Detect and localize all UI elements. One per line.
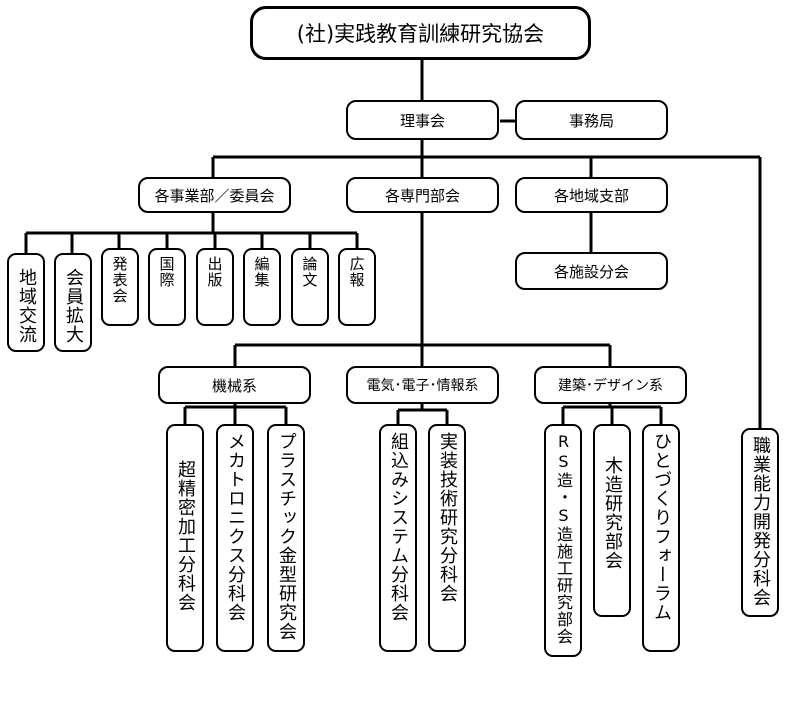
mech-group-node: 超精密加工分科会	[166, 424, 204, 652]
root-node: (社)実践教育訓練研究協会	[250, 6, 591, 60]
arch-group-node: RS造・S造施工研究部会	[544, 424, 582, 657]
arch-group-node: 木造研究部会	[593, 424, 631, 617]
secretariat-node: 事務局	[515, 100, 668, 140]
committee-node: 会員拡大	[54, 253, 92, 352]
committee-node: 編集	[243, 248, 281, 326]
mech-field-node: 機械系	[158, 366, 311, 404]
mech-group-node: メカトロニクス分科会	[216, 424, 254, 652]
elec-group-node: 組込みシステム分科会	[379, 424, 417, 652]
committee-node: 発表会	[101, 248, 139, 326]
committee-node: 広報	[338, 248, 376, 326]
board-node: 理事会	[346, 100, 499, 140]
business-node: 各事業部／委員会	[138, 177, 291, 213]
arch-field-node: 建築･デザイン系	[534, 366, 687, 404]
specialty-node: 各専門部会	[346, 177, 499, 213]
elec-field-node: 電気･電子･情報系	[346, 366, 499, 404]
committee-node: 論文	[291, 248, 329, 326]
vocational-node: 職業能力開発分科会	[741, 428, 779, 617]
facility-node: 各施設分会	[515, 252, 668, 290]
elec-group-node: 実装技術研究分科会	[428, 424, 466, 652]
arch-group-node: ひとづくりフォーラム	[642, 424, 680, 652]
regional-node: 各地域支部	[515, 177, 668, 213]
committee-node: 国際	[148, 248, 186, 326]
committee-node: 地域交流	[7, 253, 45, 352]
mech-group-node: プラスチック金型研究会	[267, 424, 305, 652]
committee-node: 出版	[196, 248, 234, 326]
